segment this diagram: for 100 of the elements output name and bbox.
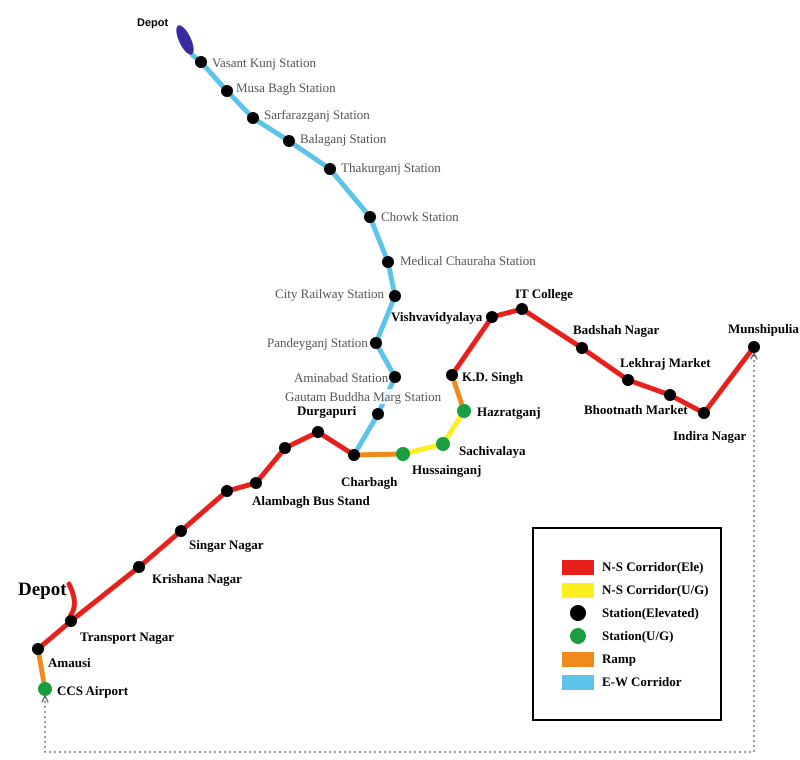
station-dot [221, 85, 233, 97]
station-dot [65, 615, 77, 627]
station-dot [279, 442, 291, 454]
legend-label: Ramp [602, 651, 636, 667]
track-line [452, 319, 492, 373]
station-label: Krishana Nagar [152, 571, 242, 586]
track-line [386, 265, 396, 293]
station-label: Lekhraj Market [620, 355, 711, 370]
station-dot [283, 135, 295, 147]
station-dot [389, 371, 401, 383]
station-label: Amausi [48, 655, 91, 670]
legend-label: Station(U/G) [602, 628, 674, 644]
track-line [444, 414, 463, 441]
station-label: Sarfarazganj Station [264, 107, 370, 122]
station-label: CCS Airport [57, 683, 128, 698]
station-dot [250, 477, 262, 489]
station-label: Munshipulia [728, 321, 799, 336]
legend-label: N-S Corridor(Ele) [602, 559, 704, 575]
station-label: Thakurganj Station [341, 160, 441, 175]
station-label: Transport Nagar [80, 629, 174, 644]
station-label: Bhootnath Market [584, 402, 688, 417]
track-line [66, 582, 77, 618]
station-dot [324, 163, 336, 175]
legend-label: N-S Corridor(U/G) [602, 582, 709, 598]
track-line [291, 142, 328, 168]
station-label: Musa Bagh Station [236, 80, 336, 95]
dotted-arrow [41, 352, 758, 753]
station-dot [748, 341, 760, 353]
station-dot [195, 56, 207, 68]
track-line [370, 220, 388, 259]
station-dot [247, 112, 259, 124]
station-dot [175, 525, 187, 537]
track-line [331, 171, 369, 215]
station-dot [576, 342, 588, 354]
track-line [584, 348, 626, 380]
track-line [376, 299, 396, 340]
station-label: Hussainganj [412, 462, 482, 477]
station-label: City Railway Station [275, 286, 384, 301]
station-dot [32, 643, 44, 655]
station-label: Pandeyganj Station [267, 335, 368, 350]
station-label: Singar Nagar [189, 537, 264, 552]
track-line [36, 652, 46, 685]
track-line [183, 492, 225, 530]
track-line [320, 432, 352, 454]
track-line [705, 349, 753, 411]
track-line [230, 482, 253, 492]
track-line [190, 52, 199, 61]
station-label: Aminabad Station [294, 370, 388, 385]
track-line [354, 416, 378, 452]
track-line [40, 622, 69, 648]
track-line [376, 346, 395, 374]
station-dot [348, 449, 360, 461]
depot-label: Depot [18, 579, 67, 601]
track-line [73, 568, 137, 620]
station-dot [396, 447, 410, 461]
station-label: Medical Chauraha Station [400, 253, 536, 268]
track-line [288, 432, 316, 448]
track-line [257, 450, 284, 481]
station-label: Hazratganj [477, 404, 541, 419]
station-label: Gautam Buddha Marg Station [285, 389, 442, 404]
station-label: Alambagh Bus Stand [252, 493, 370, 508]
station-dot [382, 256, 394, 268]
station-label: Badshah Nagar [573, 322, 660, 337]
station-label: Charbagh [341, 474, 398, 489]
legend-label: E-W Corridor [602, 674, 682, 690]
track-line [407, 443, 439, 455]
station-label: Chowk Station [381, 209, 459, 224]
station-dot [446, 369, 458, 381]
station-dot [133, 561, 145, 573]
station-label: Vishvavidyalaya [391, 309, 482, 324]
station-label: IT College [515, 286, 573, 301]
track-line [141, 532, 179, 566]
track-line [358, 452, 398, 458]
station-label: Durgapuri [297, 403, 356, 418]
station-dot [370, 337, 382, 349]
station-label: Indira Nagar [673, 428, 746, 443]
station-dot [622, 374, 634, 386]
station-dot [389, 290, 401, 302]
track-line [256, 118, 286, 140]
station-dot [486, 311, 498, 323]
station-dot [436, 437, 450, 451]
track-line [202, 64, 226, 90]
depot-label: Depot [137, 16, 168, 31]
station-label: Balaganj Station [300, 131, 386, 146]
station-dot [364, 211, 376, 223]
station-label: K.D. Singh [462, 369, 524, 384]
track-line [672, 395, 702, 413]
station-label: Vasant Kunj Station [212, 55, 316, 70]
station-dot [516, 303, 528, 315]
station-dot [664, 389, 676, 401]
station-dot [372, 408, 384, 420]
track-line [631, 380, 667, 396]
station-dot [221, 485, 233, 497]
station-dot [312, 426, 324, 438]
station-dot [457, 404, 471, 418]
station-dot [38, 682, 52, 696]
track-line [524, 310, 580, 348]
station-dot [698, 407, 710, 419]
track-line [451, 378, 464, 407]
station-label: Sachivalaya [459, 443, 526, 458]
